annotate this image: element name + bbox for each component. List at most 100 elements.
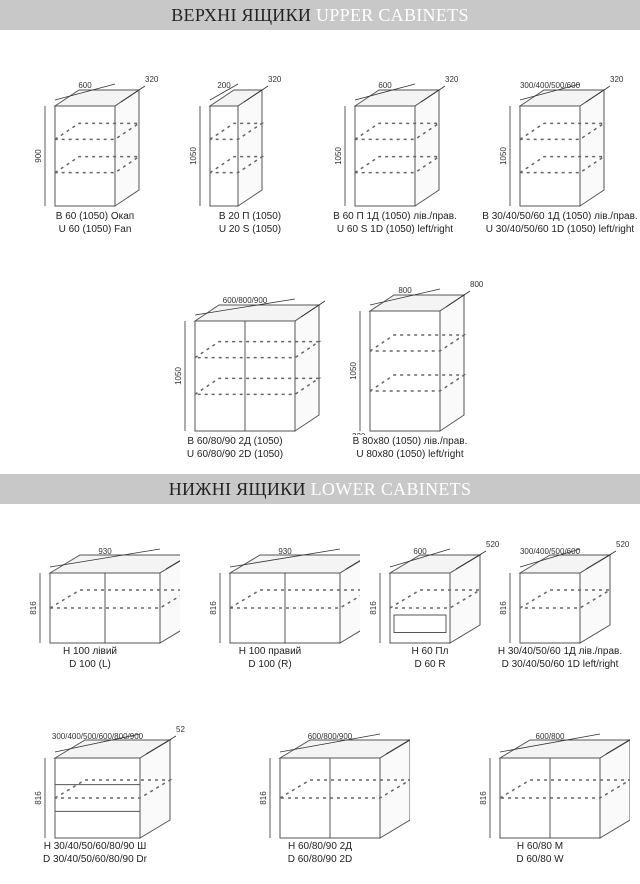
cabinet-item: 600/800/900520816Н 60/80/90 2ДD 60/80/90… bbox=[230, 700, 410, 866]
header-title-en: UPPER CABINETS bbox=[316, 5, 469, 25]
cabinet-side bbox=[294, 304, 320, 432]
depth-dimension-line bbox=[605, 739, 630, 755]
cabinet-label-en: U 30/40/50/60 1D (1050) left/right bbox=[485, 224, 635, 235]
cabinet-top bbox=[278, 739, 410, 759]
height-dimension: 816 bbox=[29, 601, 38, 615]
depth-dimension-line bbox=[165, 560, 180, 570]
height-dimension: 1050 bbox=[334, 147, 343, 165]
cabinet-label-ua: В 80x80 (1050) лів./прав. bbox=[352, 436, 468, 447]
width-dimension-line bbox=[229, 548, 341, 568]
width-dimension: 930 bbox=[278, 547, 292, 556]
width-dimension-line bbox=[54, 733, 141, 753]
width-dimension-line bbox=[369, 288, 441, 306]
cabinet-side bbox=[414, 89, 440, 207]
cabinet-label-ua: Н 30/40/50/60/80/90 Ш bbox=[43, 841, 147, 852]
cabinet-label-en: D 30/40/50/60/80/90 Dr bbox=[43, 854, 147, 865]
shelf-dashed bbox=[229, 589, 360, 609]
upper-cabinets-header: ВЕРХНІ ЯЩИКИ UPPER CABINETS bbox=[0, 0, 640, 30]
cabinet-label-en: D 60/80/90 2D bbox=[287, 854, 353, 865]
height-dimension: 816 bbox=[369, 601, 378, 615]
cabinet-label-ua: Н 100 лівий bbox=[62, 646, 117, 657]
depth-dimension-line bbox=[385, 739, 410, 755]
cabinet-label-ua: Н 30/40/50/60 1Д лів./прав. bbox=[497, 646, 623, 657]
width-dimension-line bbox=[499, 733, 601, 753]
cabinet-label-en: D 60 R bbox=[414, 659, 446, 670]
shelf-dashed bbox=[369, 334, 467, 352]
width-dimension: 200 bbox=[217, 81, 231, 90]
cabinet-side bbox=[439, 294, 465, 432]
cabinet-label-en: U 60/80/90 2D (1050) bbox=[186, 449, 284, 460]
cabinet-front bbox=[369, 310, 441, 432]
cabinet-label-ua: Н 60/80/90 2Д bbox=[287, 841, 353, 852]
cabinet-item: 8008001050320320В 80x80 (1050) лів./прав… bbox=[320, 255, 500, 461]
cabinet-label-ua: Н 60/80 М bbox=[516, 841, 564, 852]
shelf-dashed bbox=[279, 779, 410, 799]
width-dimension: 300/400/500/600 bbox=[520, 547, 581, 556]
cabinet-label-ua: Н 60 Пл bbox=[411, 646, 449, 657]
cabinet-label-ua: В 60 (1050) Окап bbox=[55, 211, 135, 222]
width-dimension-line bbox=[519, 548, 581, 568]
depth-dimension-line bbox=[243, 85, 269, 103]
height-dimension: 816 bbox=[259, 791, 268, 805]
width-dimension: 930 bbox=[98, 547, 112, 556]
shelf-dashed bbox=[209, 155, 265, 174]
shelf-dashed bbox=[389, 589, 483, 609]
cabinet-drawing: 300/400/500/600/800/900520816 bbox=[34, 725, 185, 839]
cabinet-drawing: 300/400/500/600 520 816 bbox=[499, 540, 630, 644]
cabinet-label-ua: Н 100 правий bbox=[238, 646, 302, 657]
header-title-en: LOWER CABINETS bbox=[310, 479, 472, 499]
depth-dimension: 320 bbox=[445, 75, 459, 84]
cabinet-label-en: D 100 (L) bbox=[69, 659, 111, 670]
cabinet-item: 600/800/9003201050В 60/80/90 2Д (1050)U … bbox=[145, 265, 325, 461]
height-dimension: 816 bbox=[209, 601, 218, 615]
shelf-dashed bbox=[54, 779, 173, 799]
cabinet-label-ua: В 20 П (1050) bbox=[218, 211, 282, 222]
height-dimension: 816 bbox=[499, 601, 508, 615]
shelf-dashed bbox=[369, 374, 467, 392]
cabinet-label-en: U 20 S (1050) bbox=[218, 224, 282, 235]
cabinet-drawing: 600/800/9003201050 bbox=[174, 296, 325, 432]
cabinet-label-en: U 60 (1050) Fan bbox=[58, 224, 132, 235]
width-dimension-line bbox=[519, 83, 581, 101]
shelf-dashed bbox=[209, 122, 265, 141]
cabinet-label-en: D 60/80 W bbox=[516, 854, 564, 865]
depth-dimension-line bbox=[455, 550, 487, 570]
cabinet-top bbox=[48, 554, 180, 574]
cabinet-label-ua: В 60 П 1Д (1050) лів./прав. bbox=[333, 211, 457, 222]
depth-dimension: 800 bbox=[470, 280, 484, 289]
width-dimension-line bbox=[354, 83, 416, 101]
width-dimension: 600/800 bbox=[536, 732, 565, 741]
depth-dimension: 520 bbox=[616, 540, 630, 549]
cabinet-top bbox=[228, 554, 360, 574]
depth-dimension: 520 bbox=[486, 540, 500, 549]
height-dimension: 816 bbox=[34, 791, 43, 805]
height-dimension: 1050 bbox=[174, 367, 183, 385]
width-dimension: 600/800/900 bbox=[308, 732, 353, 741]
width-dimension-line bbox=[389, 548, 451, 568]
height-dimension: 816 bbox=[479, 791, 488, 805]
cabinet-item: 300/400/500/600/800/900520816 Н 30/40/50/… bbox=[5, 700, 185, 866]
shelf-dashed bbox=[519, 589, 613, 609]
height-dimension: 1050 bbox=[349, 362, 358, 380]
cabinet-drawing: 930520816 bbox=[209, 547, 360, 644]
width-dimension: 600 bbox=[378, 81, 392, 90]
width-dimension-line bbox=[279, 733, 381, 753]
cabinet-drawing: 8008001050320320 bbox=[349, 280, 484, 435]
oven-niche bbox=[393, 614, 447, 633]
width-dimension: 300/400/500/600/800/900 bbox=[52, 732, 144, 741]
cabinet-drawing: 600/800520816 bbox=[479, 732, 630, 839]
cabinet-item: 600/800520816 Н 60/80 М D 60/80 W bbox=[450, 700, 630, 866]
cabinet-front bbox=[519, 105, 581, 207]
depth-dimension-line bbox=[145, 735, 177, 755]
cabinet-front bbox=[354, 105, 416, 207]
lower-cabinets-header: НИЖНІ ЯЩИКИ LOWER CABINETS bbox=[0, 474, 640, 504]
width-dimension: 600 bbox=[413, 547, 427, 556]
cabinet-label-ua: В 30/40/50/60 1Д (1050) лів./прав. bbox=[482, 211, 638, 222]
depth-dimension-line bbox=[585, 550, 617, 570]
